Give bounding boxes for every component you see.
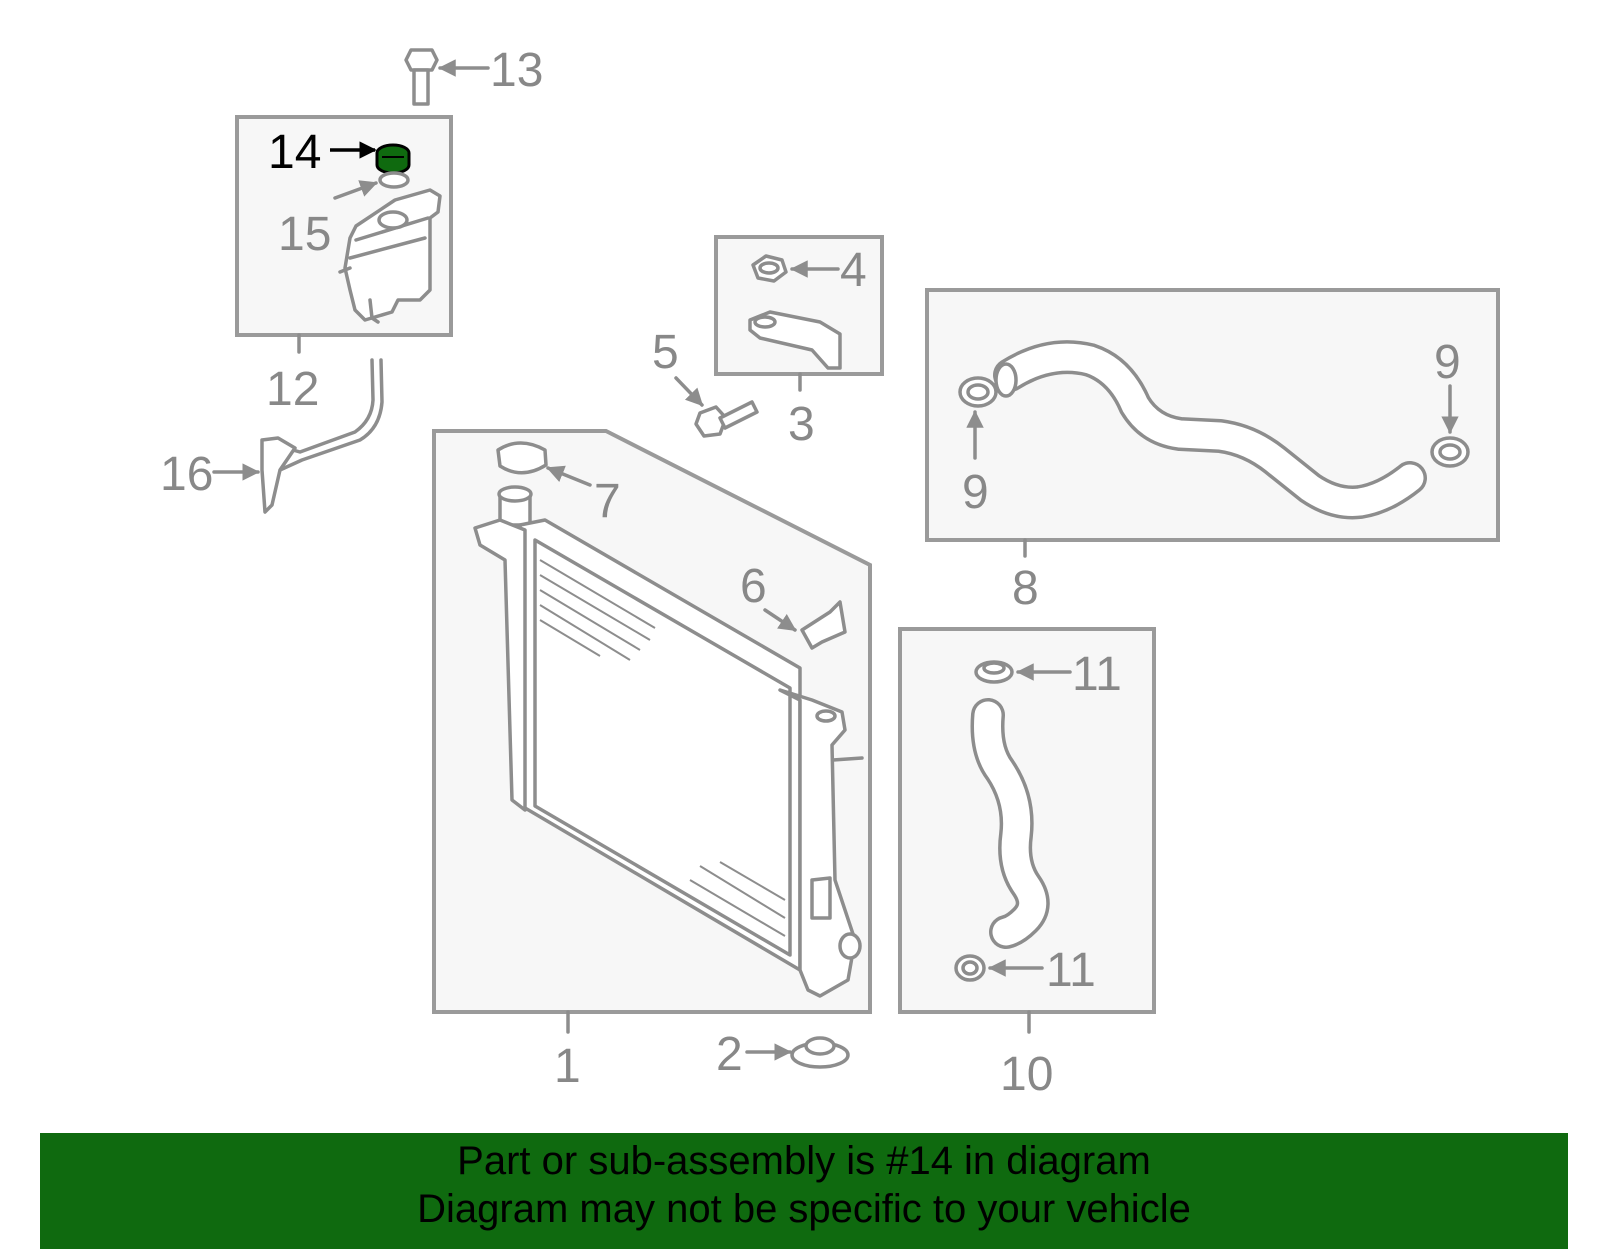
label-2: 2 xyxy=(716,1028,743,1081)
upper-hose-box xyxy=(925,288,1500,542)
part-11-bottom-clamp-icon xyxy=(954,954,986,982)
label-12: 12 xyxy=(266,363,319,416)
label-16: 16 xyxy=(160,448,213,501)
radiator-assembly-group xyxy=(432,429,872,1014)
part-2-grommet-icon xyxy=(790,1036,850,1069)
part-7-radiator-cap-icon xyxy=(496,441,548,475)
info-banner: Part or sub-assembly is #14 in diagram D… xyxy=(40,1133,1568,1249)
part-9-right-clamp-icon xyxy=(1430,436,1470,468)
part-10-lower-hose-icon xyxy=(970,698,1050,949)
label-9-left: 9 xyxy=(962,466,989,519)
label-11-top: 11 xyxy=(1072,648,1122,701)
part-13-bolt-icon xyxy=(404,48,439,106)
banner-line-disclaimer: Diagram may not be specific to your vehi… xyxy=(417,1187,1191,1231)
label-9-right: 9 xyxy=(1434,336,1461,389)
label-13: 13 xyxy=(490,44,543,97)
part-5-bolt-icon xyxy=(694,400,759,438)
part-15-seal-icon xyxy=(378,171,410,189)
part-9-left-clamp-icon xyxy=(958,376,998,408)
banner-line-part: Part or sub-assembly is #14 in diagram xyxy=(457,1139,1151,1183)
upper-hose-group xyxy=(925,288,1500,542)
label-4: 4 xyxy=(840,244,867,297)
part-16-overflow-hose-icon xyxy=(260,358,384,514)
part-labels: 13 14 15 12 16 4 5 3 7 6 1 2 9 9 8 11 11… xyxy=(160,44,1461,1101)
part-4-nut-icon xyxy=(751,254,788,283)
leader-lines xyxy=(212,59,1459,1061)
bracket-assembly-group xyxy=(714,235,884,376)
label-1: 1 xyxy=(554,1040,581,1093)
lower-hose-group xyxy=(898,627,1156,1014)
part-11-top-clamp-icon xyxy=(974,660,1014,684)
label-7: 7 xyxy=(594,475,621,528)
bracket-box xyxy=(714,235,884,376)
label-5: 5 xyxy=(652,326,679,379)
label-11-bottom: 11 xyxy=(1046,944,1096,997)
reservoir-assembly-group xyxy=(235,115,453,337)
part-14-cap-icon[interactable] xyxy=(375,143,411,175)
label-8: 8 xyxy=(1012,562,1039,615)
part-6-sensor-icon xyxy=(800,600,847,650)
label-10: 10 xyxy=(1000,1048,1053,1101)
label-3: 3 xyxy=(788,398,815,451)
label-14[interactable]: 14 xyxy=(268,126,321,179)
label-6: 6 xyxy=(740,560,767,613)
label-15: 15 xyxy=(278,208,331,261)
part-8-upper-hose-icon xyxy=(993,340,1427,520)
